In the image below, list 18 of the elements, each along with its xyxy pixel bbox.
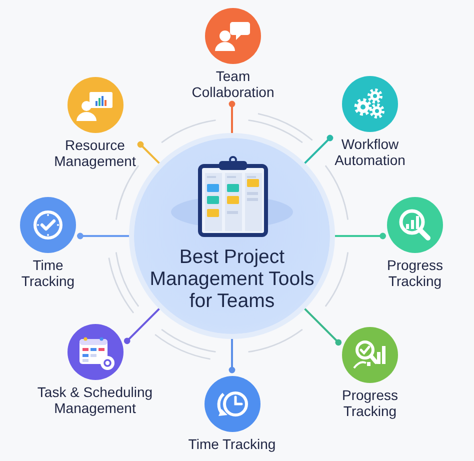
feature-label: Team Collaboration — [191, 68, 275, 100]
connector-line — [228, 100, 236, 133]
connector-line — [124, 308, 160, 344]
connector-line — [304, 308, 342, 346]
feature-label: Progress Tracking — [341, 387, 399, 419]
connector-line — [137, 141, 160, 164]
feature-label: Resource Management — [54, 137, 136, 169]
hub-title: Best Project Management Tools for Teams — [148, 246, 316, 312]
connector-line — [335, 232, 386, 240]
connector-line — [228, 339, 236, 374]
feature-label: Progress Tracking — [386, 257, 444, 289]
hub-circle — [134, 138, 330, 334]
connector-line — [304, 134, 334, 164]
feature-label: Time Tracking — [188, 436, 276, 452]
feature-label: Workflow Automation — [334, 136, 406, 168]
feature-label: Time Tracking — [20, 257, 76, 289]
feature-label: Task & Scheduling Management — [36, 384, 154, 416]
connector-line — [77, 232, 129, 240]
